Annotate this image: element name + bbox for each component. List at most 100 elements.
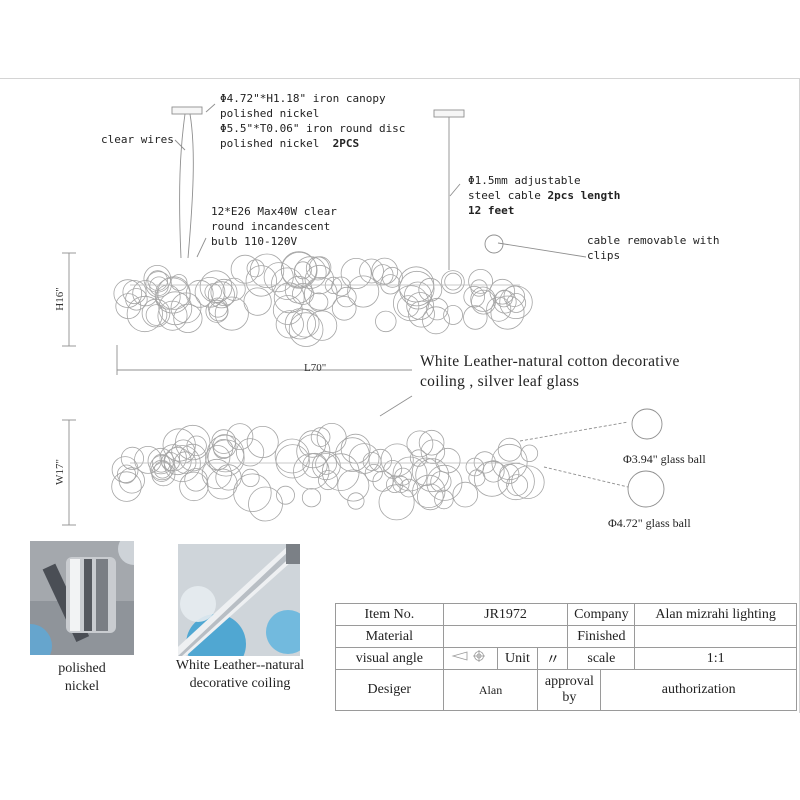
glass-bubble — [125, 288, 148, 311]
glass-bubble — [186, 435, 207, 457]
wire-left — [179, 113, 186, 259]
glass-bubble — [206, 468, 238, 500]
glass-bubble — [226, 423, 254, 451]
cable-spec: Φ1.5mm adjustable steel cable 2pcs lengt… — [468, 174, 621, 217]
glass-bubble — [511, 465, 545, 499]
authorization-label: authorization — [600, 669, 797, 711]
length-dimension: L70" — [304, 362, 327, 374]
glass-bubble — [495, 289, 513, 308]
glass-bubble — [310, 427, 331, 447]
glass-bubble — [392, 456, 428, 492]
glass-bubble — [420, 439, 446, 464]
glass-bubble — [316, 422, 347, 453]
glass-bubble — [149, 276, 169, 296]
glass-bubble — [296, 434, 331, 469]
glass-bubble — [145, 304, 168, 326]
glass-bubble — [463, 305, 488, 330]
glass-bubble — [204, 283, 222, 301]
glass-bubble — [111, 471, 142, 502]
glass-bubble — [490, 295, 525, 330]
glass-bubble — [173, 303, 203, 333]
glass-bubble — [113, 279, 143, 308]
glass-bubble — [399, 270, 435, 307]
glass-bubble — [280, 251, 317, 288]
glass-bubble — [284, 308, 316, 340]
glass-bubble — [230, 254, 260, 284]
glass-bubble — [335, 437, 370, 472]
glass-bubble — [340, 257, 372, 289]
material-note: White Leather-natural cotton decorative … — [420, 353, 680, 390]
glass-bubble — [246, 425, 279, 458]
glass-bubble — [340, 433, 371, 464]
glass-ball-large — [627, 470, 665, 508]
glass-bubble — [359, 258, 384, 284]
glass-bubble — [486, 296, 512, 322]
glass-bubble — [430, 471, 452, 493]
finished-label: Finished — [567, 625, 636, 648]
glass-bubble — [205, 299, 229, 323]
polished-nickel-photo — [30, 541, 134, 655]
glass-bubble — [415, 458, 450, 493]
glass-bubble — [347, 492, 365, 510]
glass-bubble — [315, 452, 338, 475]
glass-bubble — [184, 468, 208, 492]
canopy-spec: Φ4.72"*H1.18" iron canopy polished nicke… — [220, 92, 406, 150]
width-dimension: W17" — [54, 459, 66, 485]
approval-label: approval by — [537, 669, 602, 711]
glass-bubble — [471, 289, 496, 315]
glass-bubble — [422, 306, 450, 335]
glass-bubble — [337, 469, 370, 502]
finished-value — [634, 625, 797, 648]
material-value — [442, 625, 569, 648]
clear-wires-label: clear wires — [101, 133, 174, 146]
company-label: Company — [567, 603, 636, 626]
glass-bubble — [347, 275, 380, 308]
projection-symbol-icon — [442, 647, 498, 670]
glass-bubble — [274, 438, 310, 474]
glass-bubble — [263, 262, 294, 293]
front-elevation-bubbles — [113, 251, 533, 347]
glass-bubble — [491, 443, 528, 481]
glass-bubble — [301, 488, 322, 508]
glass-bubble — [304, 264, 335, 295]
glass-bubble — [115, 293, 142, 320]
polished-nickel-caption: polished nickel — [58, 661, 106, 694]
glass-bubble — [452, 481, 479, 508]
title-block-table: Item No. JR1972 Company Alan mizrahi lig… — [335, 603, 797, 711]
glass-bubble — [275, 310, 304, 339]
glass-bubble — [126, 295, 163, 333]
glass-bubble — [306, 310, 338, 341]
designer-label: Desiger — [335, 669, 444, 711]
item-no-value: JR1972 — [442, 603, 569, 626]
glass-bubble — [284, 275, 313, 304]
glass-bubble — [406, 292, 435, 320]
glass-bubble — [290, 308, 320, 338]
glass-bubble — [147, 270, 169, 291]
glass-bubble — [153, 461, 172, 479]
glass-ball-small-label: Φ3.94" glass ball — [623, 452, 706, 466]
glass-bubble — [416, 483, 444, 511]
glass-bubble — [406, 430, 434, 458]
leather-coiling-photo — [178, 544, 300, 656]
glass-bubble — [425, 297, 449, 321]
glass-bubble — [236, 438, 265, 467]
glass-bubble — [506, 474, 528, 497]
glass-bubble — [214, 296, 249, 331]
glass-bubble — [305, 256, 330, 281]
glass-bubble — [211, 429, 237, 454]
clip-detail-circle — [484, 234, 504, 254]
glass-bubble — [162, 428, 196, 462]
glass-bubble — [272, 295, 303, 325]
glass-bubble — [273, 282, 305, 314]
glass-bubble — [408, 300, 435, 328]
glass-bubble — [397, 295, 420, 318]
glass-bubble — [179, 471, 209, 502]
glass-bubble — [213, 438, 234, 459]
scale-value: 1:1 — [634, 647, 797, 670]
glass-bubble — [493, 290, 517, 314]
clips-note: cable removable with clips — [587, 234, 720, 262]
glass-bubble — [179, 443, 207, 472]
glass-bubble — [120, 446, 144, 470]
bulb-spec: 12*E26 Max40W clear round incandescent b… — [211, 205, 337, 248]
